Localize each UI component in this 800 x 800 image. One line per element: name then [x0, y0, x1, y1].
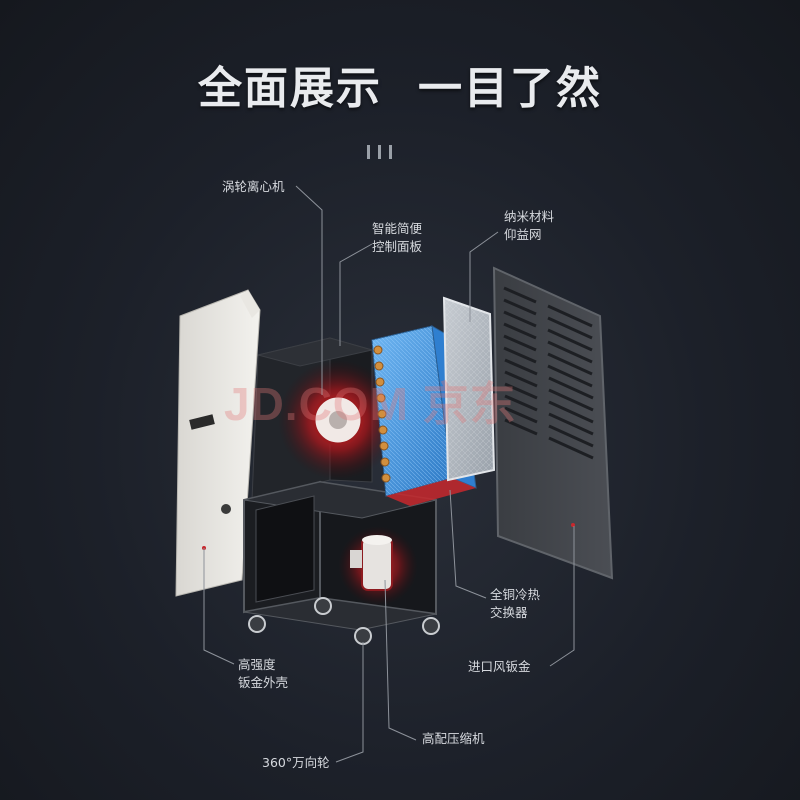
title-part-2: 一目了然	[418, 63, 602, 114]
nano-filter	[442, 296, 496, 482]
title-part-1: 全面展示	[198, 63, 382, 114]
label-shell: 高强度钣金外壳	[238, 657, 289, 690]
page-title: 全面展示一目了然	[0, 52, 800, 116]
side-shell-panel	[175, 289, 261, 597]
label-control-panel: 智能简便控制面板	[372, 221, 423, 254]
main-chassis	[243, 337, 437, 631]
label-wheel: 360°万向轮	[262, 755, 330, 770]
caster-wheels	[248, 597, 440, 645]
front-grill-panel	[492, 266, 614, 580]
label-turbo-fan: 涡轮离心机	[222, 179, 285, 194]
label-compressor: 高配压缩机	[422, 731, 485, 746]
label-nano-filter: 纳米材料仰益网	[504, 209, 555, 242]
title-divider	[367, 144, 400, 163]
label-inlet-panel: 进口风钣金	[468, 659, 531, 674]
heat-exchanger	[371, 325, 477, 506]
watermark: JD.COM 京东	[224, 378, 517, 430]
label-heat-exchanger: 全铜冷热交换器	[490, 587, 541, 620]
leader-lines	[203, 185, 575, 763]
